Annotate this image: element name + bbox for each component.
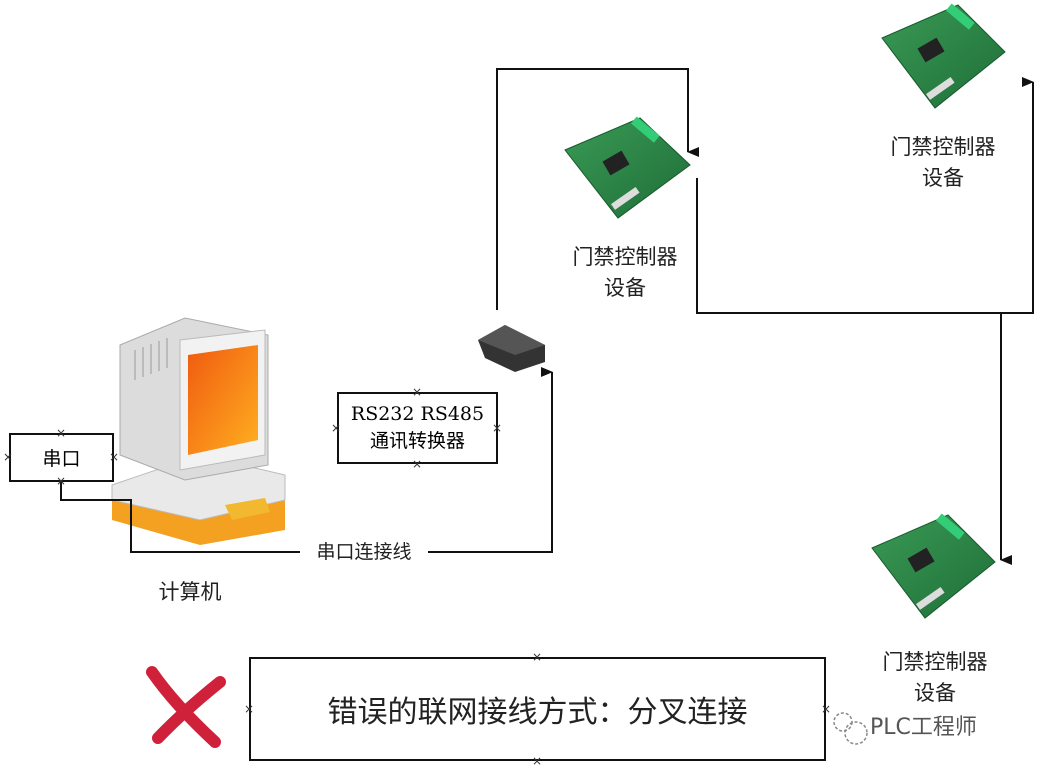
title-box: 错误的联网接线方式：分叉连接	[249, 657, 826, 761]
computer-icon	[111, 317, 286, 545]
controller-label-line1: 门禁控制器	[572, 245, 678, 269]
connection-point: ×	[55, 474, 67, 488]
connection-point: ×	[2, 450, 14, 464]
connection-point: ×	[411, 457, 423, 471]
converter-box: RS232 RS485 通讯转换器	[337, 392, 498, 464]
wechat-icon	[833, 712, 868, 745]
serial-port-box: 串口	[9, 433, 114, 482]
controller-label-3: 门禁控制器 设备	[865, 647, 1005, 709]
wires	[60, 68, 1034, 565]
controller-label-line2: 设备	[914, 681, 956, 705]
controller-label-line1: 门禁控制器	[890, 135, 996, 159]
connection-point: ×	[820, 702, 832, 716]
serial-cable-label: 串口连接线	[316, 541, 412, 563]
watermark: PLC工程师	[870, 715, 977, 740]
controller-label-line2: 设备	[604, 276, 646, 300]
controller-label-line1: 门禁控制器	[882, 650, 988, 674]
connection-point: ×	[330, 421, 342, 435]
converter-line1: RS232 RS485	[350, 403, 485, 425]
controller-board-icon	[881, 3, 1006, 109]
connection-point: ×	[108, 450, 120, 464]
controller-board-icon	[871, 513, 996, 619]
connection-point: ×	[491, 421, 503, 435]
controller-label-line2: 设备	[922, 166, 964, 190]
controller-board-icon	[564, 116, 691, 219]
connection-point: ×	[55, 426, 67, 440]
connection-point: ×	[531, 754, 543, 768]
serial-port-label: 串口	[42, 448, 81, 470]
computer-label: 计算机	[158, 580, 222, 604]
connection-point: ×	[243, 702, 255, 716]
diagram-title: 错误的联网接线方式：分叉连接	[327, 695, 748, 730]
controller-label-1: 门禁控制器 设备	[555, 242, 695, 304]
controller-label-2: 门禁控制器 设备	[873, 132, 1013, 194]
converter-line2: 通讯转换器	[369, 430, 465, 452]
converter-device-icon	[478, 325, 545, 372]
connection-point: ×	[531, 650, 543, 664]
connection-point: ×	[411, 385, 423, 399]
wrong-mark-icon	[146, 666, 226, 748]
